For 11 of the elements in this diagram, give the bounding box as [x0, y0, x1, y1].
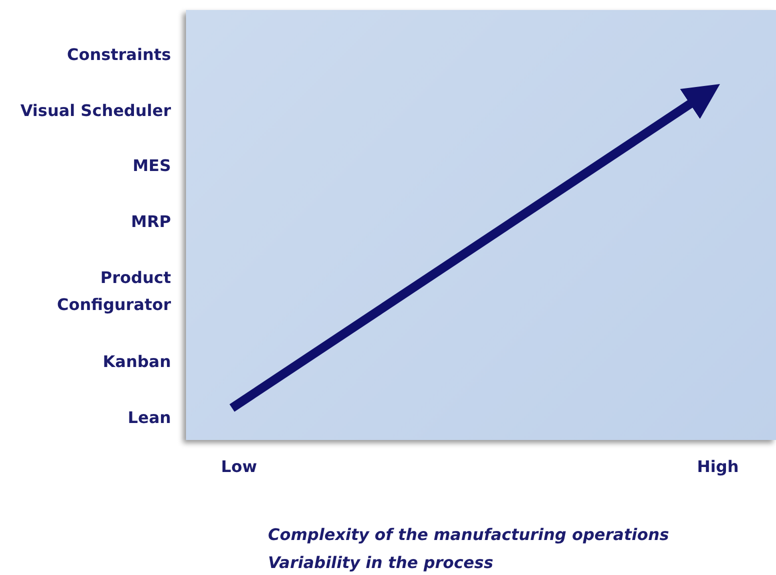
axis-label: MRP [130, 211, 171, 233]
axis-label: Visual Scheduler [19, 100, 171, 122]
axis-label: Lean [126, 407, 171, 429]
axis-title: Variability in the process [268, 552, 494, 574]
axis-label: Low [221, 456, 257, 478]
axis-title: Complexity of the manufacturing operations [268, 524, 669, 546]
axis-label: MES [132, 155, 171, 177]
axis-label: Kanban [102, 351, 171, 373]
axis-label: High [697, 456, 739, 478]
axis-label: Constraints [66, 44, 171, 66]
axis-label: Product Configurator [56, 267, 171, 316]
